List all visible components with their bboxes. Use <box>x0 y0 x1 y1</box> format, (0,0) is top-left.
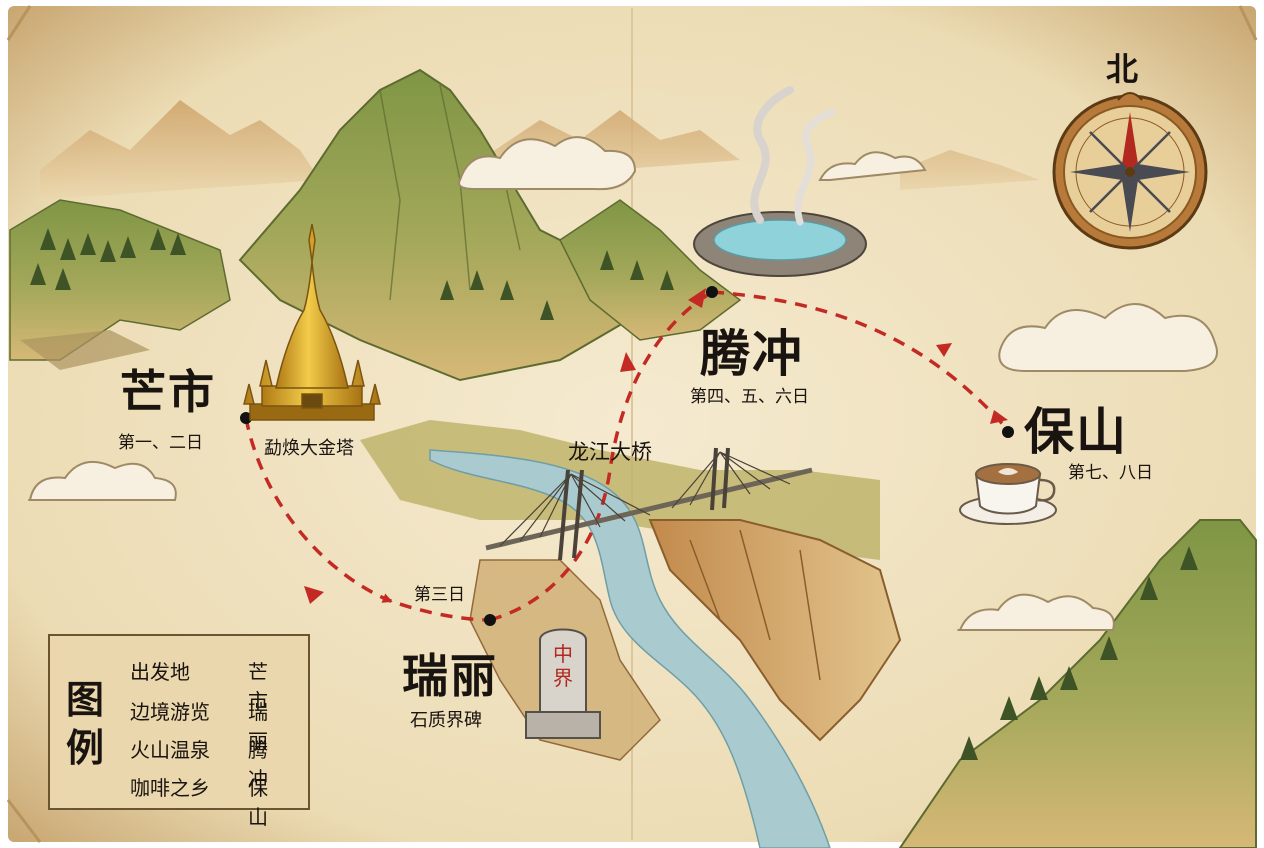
left-hills <box>9 199 231 361</box>
city-mangshi: 芒市 <box>120 365 216 419</box>
legend-title: 图例 <box>66 677 105 770</box>
route-ruili-tengchong <box>489 290 713 622</box>
hot-spring-icon <box>693 86 867 277</box>
route-tengchong-baoshan <box>711 290 1010 432</box>
days-tengchong: 第四、五、六日 <box>690 387 809 407</box>
route-arrows <box>304 288 1008 604</box>
stele-icon <box>525 628 601 739</box>
tengchong-dot <box>706 286 718 298</box>
right-mountains <box>898 519 1257 848</box>
legend-row-value: 保山 <box>248 776 268 829</box>
legend-row-label: 边境游览 <box>130 700 210 724</box>
legend-row-value: 腾冲 <box>248 738 268 791</box>
map-legend: 图例 出发地 芒市 边境游览 瑞丽 火山温泉 腾冲 咖啡之乡 保山 <box>48 634 310 829</box>
canyon-cliffs <box>648 519 902 742</box>
legend-row: 边境游览 瑞丽 <box>130 696 268 753</box>
city-ruili: 瑞丽 <box>402 649 498 703</box>
legend-row: 咖啡之乡 保山 <box>130 772 268 829</box>
coffee-icon <box>959 463 1057 525</box>
compass-icon <box>1052 92 1208 250</box>
mangshi-dot <box>240 412 252 424</box>
bridge-icon <box>485 447 813 561</box>
label-pagoda: 勐焕大金塔 <box>264 438 354 459</box>
days-baoshan: 第七、八日 <box>1068 463 1153 483</box>
left-forest <box>30 228 186 290</box>
legend-row-label: 火山温泉 <box>130 738 210 762</box>
legend-row-label: 咖啡之乡 <box>130 776 210 800</box>
label-bridge: 龙江大桥 <box>568 440 652 464</box>
pagoda-icon <box>243 223 381 421</box>
legend-row: 火山温泉 腾冲 <box>130 734 268 791</box>
days-mangshi: 第一、二日 <box>118 433 203 453</box>
legend-row: 出发地 芒市 <box>130 656 268 713</box>
baoshan-dot <box>1002 426 1014 438</box>
route-mangshi-ruili <box>244 417 491 622</box>
label-stele: 石质界碑 <box>410 710 482 731</box>
ruili-dot <box>484 614 496 626</box>
days-ruili: 第三日 <box>414 585 465 605</box>
city-baoshan: 保山 <box>1024 402 1128 461</box>
stele-inscription: 中界 <box>553 642 573 690</box>
clouds <box>28 136 1218 631</box>
legend-row-value: 瑞丽 <box>248 700 268 753</box>
legend-row-value: 芒市 <box>248 660 268 713</box>
travel-route <box>244 290 1010 622</box>
north-label: 北 <box>1106 50 1139 88</box>
central-mountain <box>238 68 682 382</box>
legend-row-label: 出发地 <box>130 660 190 684</box>
city-tengchong: 腾冲 <box>700 324 804 383</box>
